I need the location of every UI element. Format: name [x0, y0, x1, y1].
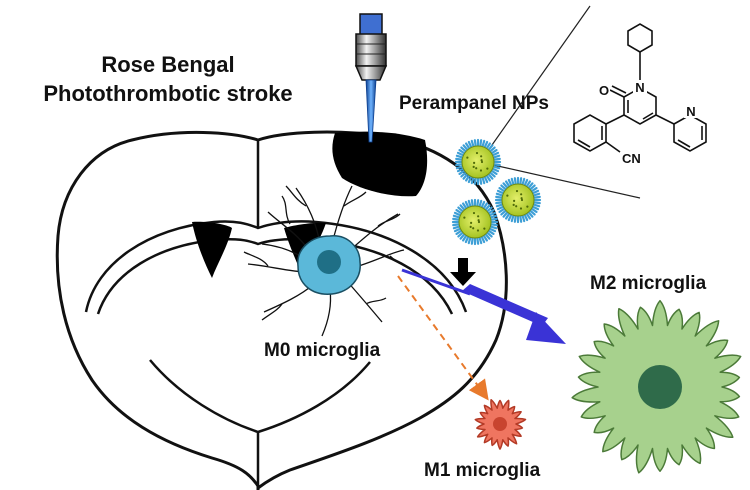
- m2-polarization-arrow: [401, 268, 566, 344]
- m1-transition-arrow: [397, 275, 489, 401]
- m1-nucleus: [493, 417, 507, 431]
- nanoparticle-icon: [454, 138, 502, 186]
- m1-microglia: [474, 398, 527, 450]
- chem-cyano: CN: [622, 151, 641, 166]
- m0-label: M0 microglia: [264, 340, 381, 361]
- left-ventricle: [192, 221, 232, 278]
- title-line-1: Rose Bengal: [101, 52, 234, 77]
- m2-microglia: [571, 299, 742, 474]
- zoom-line-top: [479, 5, 591, 163]
- nanoparticle-icon: [494, 176, 542, 224]
- chem-n-ring: N: [635, 80, 644, 95]
- m1-label: M1 microglia: [424, 460, 541, 481]
- down-arrow-icon: [450, 258, 476, 286]
- brain-section: [55, 130, 508, 490]
- zoom-line-bottom: [479, 161, 641, 199]
- infarct-lesion: [332, 131, 428, 197]
- m0-nucleus: [317, 250, 341, 274]
- m2-label: M2 microglia: [590, 273, 707, 294]
- m0-process: [321, 289, 332, 337]
- chem-n-pyridine: N: [686, 104, 695, 119]
- laser-beam: [365, 79, 377, 143]
- title-line-2: Photothrombotic stroke: [43, 81, 292, 106]
- m0-process: [261, 283, 315, 321]
- laser-fiber-icon: [354, 13, 388, 143]
- nanoparticle-icon: [451, 198, 499, 246]
- m0-process: [345, 279, 387, 323]
- nanoparticles: [451, 138, 542, 246]
- perampanel-structure-icon: [573, 23, 707, 153]
- m2-nucleus: [638, 365, 682, 409]
- chem-oxygen: O: [599, 83, 609, 98]
- nps-label: Perampanel NPs: [399, 93, 549, 114]
- m0-microglia: [243, 185, 411, 337]
